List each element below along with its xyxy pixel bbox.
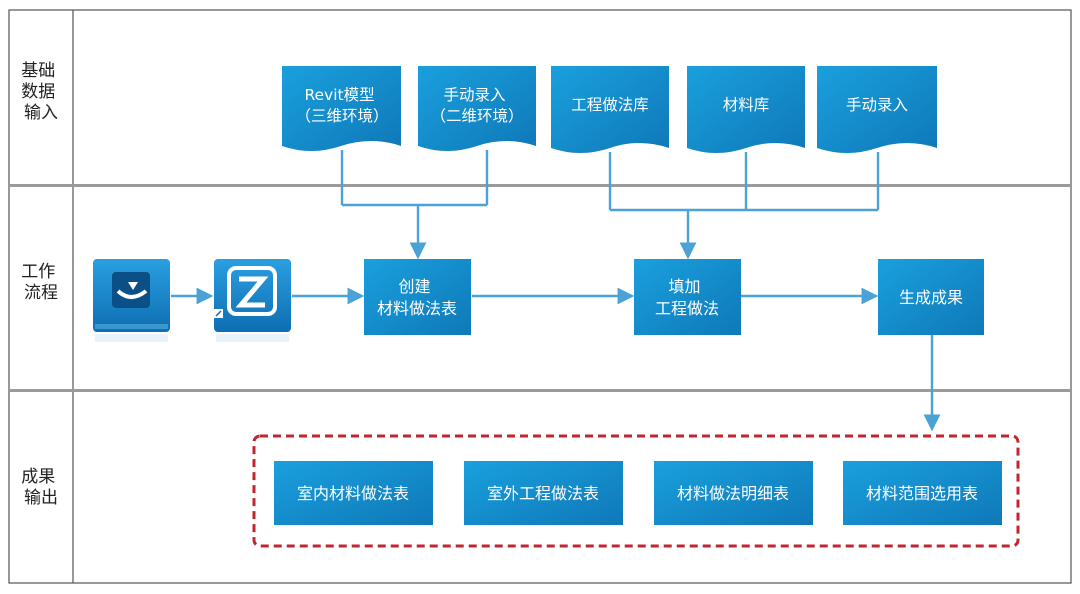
process-generate-results[interactable]: 生成成果 — [878, 259, 984, 335]
connector-lines — [171, 150, 941, 432]
svg-text:材料范围选用表: 材料范围选用表 — [866, 484, 978, 503]
output-interior-material-table[interactable]: 室内材料做法表 — [274, 461, 433, 525]
software-icon-2[interactable] — [214, 259, 291, 342]
svg-text:手动录入 （二维环境）: 手动录入 （二维环境） — [430, 86, 523, 125]
svg-text:材料库: 材料库 — [723, 96, 770, 114]
app-logo-icon — [112, 272, 150, 308]
output-material-scope-table[interactable]: 材料范围选用表 — [843, 461, 1002, 525]
input-doc-revit-model[interactable]: Revit模型 （三维环境） — [282, 66, 401, 151]
svg-text:材料做法明细表: 材料做法明细表 — [677, 484, 789, 503]
input-doc-manual-2d[interactable]: 手动录入 （二维环境） — [418, 66, 536, 151]
svg-text:填加 工程做法: 填加 工程做法 — [655, 277, 719, 318]
lane-label-workflow: 工作 流程 — [21, 262, 60, 303]
svg-text:Revit模型 （三维环境）: Revit模型 （三维环境） — [295, 86, 388, 125]
input-doc-manual-entry[interactable]: 手动录入 — [817, 66, 937, 153]
svg-text:工程做法库: 工程做法库 — [571, 96, 649, 114]
process-create-table[interactable]: 创建 材料做法表 — [364, 259, 471, 335]
svg-text:生成成果: 生成成果 — [899, 288, 963, 307]
outputs-dashed-container — [252, 434, 1020, 548]
output-exterior-engineering-table[interactable]: 室外工程做法表 — [464, 461, 623, 525]
input-doc-material-library[interactable]: 材料库 — [687, 66, 805, 153]
app-logo-icon — [227, 266, 277, 316]
lane-label-input: 基础 数据 输入 — [21, 61, 60, 123]
software-icon-1[interactable] — [93, 259, 170, 342]
svg-text:室内材料做法表: 室内材料做法表 — [297, 484, 409, 503]
svg-text:手动录入: 手动录入 — [846, 96, 908, 114]
input-doc-engineering-library[interactable]: 工程做法库 — [551, 66, 669, 153]
svg-text:创建 材料做法表: 创建 材料做法表 — [377, 277, 457, 318]
process-add-engineering[interactable]: 填加 工程做法 — [634, 259, 741, 335]
svg-text:室外工程做法表: 室外工程做法表 — [487, 484, 599, 503]
output-material-detail-table[interactable]: 材料做法明细表 — [654, 461, 813, 525]
input-documents: Revit模型 （三维环境） 手动录入 （二维环境） 工程做法库 材料库 手动录… — [282, 66, 937, 153]
lane-label-output: 成果 输出 — [21, 467, 60, 508]
lane-frame — [8, 9, 1072, 584]
